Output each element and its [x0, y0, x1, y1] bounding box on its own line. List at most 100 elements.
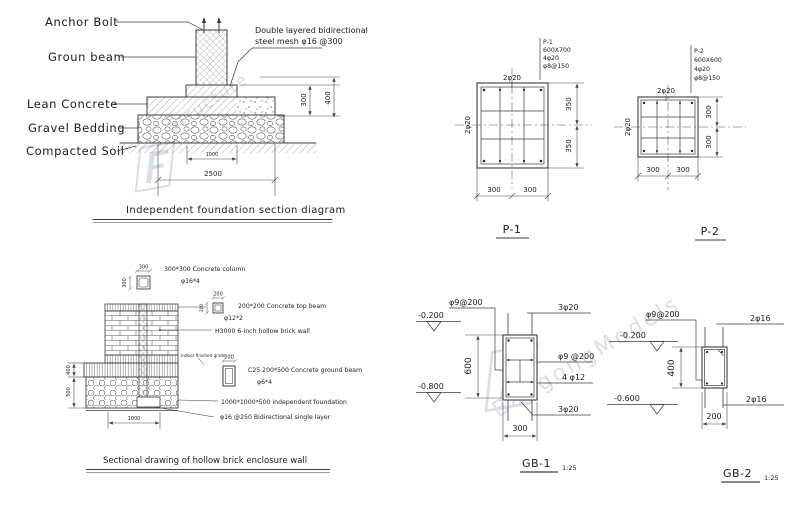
p2-callout-stirrups: φ8@150 [694, 74, 720, 82]
gb2-bars-top: 2φ16 [750, 314, 771, 323]
p2-bottom-dims [634, 157, 702, 181]
gb1-stirrup-mid: φ9 @200 [558, 352, 594, 361]
wall-ground-beam-note: C25 200*500 Concrete ground beam [248, 367, 362, 374]
p1-bars-top: 2φ20 [503, 74, 521, 82]
gb2-level-top-symbol [649, 341, 665, 352]
gb2-column-lines [704, 327, 724, 408]
note-steel-mesh-line2: steel mesh φ16 @300 [255, 37, 343, 46]
p2-stirrup [640, 99, 696, 155]
gb1-dim-height: 600 [464, 357, 474, 374]
wall-beam-rebar: φ12*2 [224, 315, 243, 322]
wall-top-beam-dims [205, 296, 225, 315]
gravel-bedding-region [137, 114, 285, 144]
wall-bottom-dims [107, 412, 161, 429]
gb1-rebar-dots [507, 339, 533, 396]
p2-title: P-2 [701, 225, 720, 238]
wall-beam-dim-width: 200 [213, 292, 223, 298]
foundation-column-region [195, 29, 228, 86]
wall-column-dim-height: 300 [122, 278, 128, 288]
p1-bottom-dims [473, 168, 552, 201]
wall-dim-bottom: 1000 [128, 416, 141, 422]
p2-inner-bars [641, 100, 695, 154]
wall-foundation-box [136, 396, 161, 408]
wall-column-dims [128, 269, 153, 291]
wall-top-beam-detail [212, 302, 224, 314]
wall-ground-beam-band [83, 362, 179, 378]
gb1-bars-mid: 4 φ12 [562, 373, 585, 382]
label-ground-beam: Groun beam [48, 50, 125, 64]
p1-stirrup [480, 86, 545, 165]
p2-bars-top: 2φ20 [657, 87, 675, 95]
gb1-height-dim [465, 334, 503, 399]
p1-dim-right-upper: 350 [565, 97, 573, 110]
gb2-dim-height: 400 [667, 359, 677, 376]
fig-foundation-title: Independent foundation section diagram [126, 205, 346, 216]
wall-mesh-note: φ16 @250 Bidirectional single layer [220, 413, 331, 421]
gb2-stirrup-leader [646, 319, 702, 381]
wall-center-column-strip [138, 303, 148, 401]
p1-right-dims [548, 82, 584, 169]
p1-callout-size: 600X700 [543, 47, 571, 54]
gb1-stirrup-note: φ9@200 [449, 298, 483, 307]
gb2-level-top: -0.200 [620, 331, 646, 340]
wall-ground-beam-rebar: φ6*4 [257, 379, 272, 386]
p2-callout-size: 600X600 [694, 57, 722, 64]
foundation-step-region [185, 84, 238, 98]
gb1-stirrup-leader [449, 307, 503, 371]
wall-ground-beam-dims [221, 359, 237, 363]
p1-inner-bars [481, 87, 544, 164]
p2-dim-right-lower: 300 [705, 135, 713, 148]
wall-beam-note: 200*200 Concrete top beam [238, 303, 326, 310]
p1-dim-right-lower: 350 [565, 139, 573, 152]
foundation-bottom-dims [154, 143, 279, 197]
gb1-column-lines [507, 313, 533, 421]
p2-callout-name: P-2 [694, 48, 704, 55]
wall-note: H3000 6-inch hollow brick wall [215, 328, 310, 335]
p1-callout-stirrups: φ8@150 [543, 62, 569, 70]
note-steel-mesh-line1: Double layered bidirectional [255, 26, 368, 35]
fig-gb2: φ9@200 -0.200 -0.600 400 2φ16 2φ16 200 G… [607, 310, 784, 483]
p2-dim-bottom-left: 300 [646, 166, 659, 174]
gb2-dim-width: 200 [706, 412, 721, 421]
gb2-stirrup [704, 349, 725, 386]
fig-p1-section: 2φ20 2φ20 P-1 600X700 4φ20 φ8@150 350 35… [455, 38, 592, 239]
gb2-rebar-dots [705, 350, 724, 385]
gb2-stirrup-note: φ9@200 [646, 310, 680, 319]
wall-dim-beam-depth: 400 [66, 365, 72, 375]
p2-outline [637, 96, 699, 158]
wall-ground-beam-dim: 200 [224, 355, 234, 361]
p2-bars-side: 2φ20 [624, 118, 632, 136]
wall-dim-foundation-depth: 500 [66, 387, 72, 397]
mesh-leader [229, 47, 323, 87]
p2-right-dims [698, 96, 723, 158]
gb1-scale: 1:25 [562, 464, 577, 472]
label-compacted-soil: Compacted Soil [26, 144, 125, 158]
label-lean-concrete: Lean Concrete [27, 97, 118, 111]
wall-column-note: 300*300 Concrete column [164, 266, 245, 273]
wall-column-rebar: φ16*4 [181, 278, 200, 285]
wall-foundation-region [85, 376, 179, 409]
wall-column-detail [136, 275, 151, 290]
gb2-title: GB-2 [723, 467, 752, 480]
foundation-right-dims [239, 76, 341, 118]
p1-callout-main-bars: 4φ20 [543, 55, 559, 62]
fig-foundation-section: Anchor Bolt Groun beam Lean Concrete Gra… [26, 15, 368, 223]
p1-bars-side: 2φ20 [464, 116, 472, 134]
gb1-width-dim [502, 402, 538, 441]
p1-callout-name: P-1 [543, 39, 553, 46]
wall-foundation-note: 1000*1000*500 independent foundation [221, 399, 347, 406]
gb2-bars-bottom: 2φ16 [746, 395, 767, 404]
gb1-stirrup [505, 337, 535, 398]
p1-rebar-dots [482, 88, 543, 163]
dim-width-inner: 1000 [206, 152, 219, 158]
gb1-inner-bars [506, 359, 534, 383]
label-anchor-bolt: Anchor Bolt [45, 15, 118, 29]
p2-dim-right-upper: 300 [705, 105, 713, 118]
wall-column-dim-width: 300 [139, 265, 149, 271]
p2-rebar-dots [642, 101, 694, 153]
p1-title: P-1 [503, 223, 522, 236]
gb2-level-bottom-symbol [649, 404, 665, 415]
gb2-height-dim [672, 346, 702, 389]
